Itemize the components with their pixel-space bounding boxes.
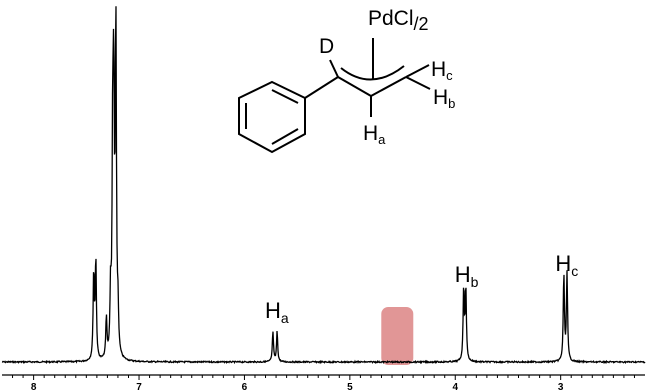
pd-subscript: /2 <box>414 14 429 34</box>
pd-label: PdCl <box>368 7 414 30</box>
ha-subscript: a <box>378 132 386 147</box>
peak-label-ha: Ha <box>265 298 289 326</box>
tick-label-8: 8 <box>31 382 37 392</box>
tick-label-5: 5 <box>347 382 353 392</box>
benzene-ring <box>238 80 306 154</box>
ppm-axis: 8 7 6 5 4 3 <box>2 374 645 392</box>
ring-to-allyl-bond <box>304 76 339 99</box>
tick-label-6: 6 <box>242 382 248 392</box>
peak-label-subscript: a <box>281 310 289 326</box>
spectrum <box>1 6 646 365</box>
peak-label-subscript: b <box>471 274 479 290</box>
spectrum-trace <box>1 6 646 365</box>
peak-label-main: H <box>455 262 471 287</box>
tick-label-3: 3 <box>558 382 564 392</box>
hb-subscript: b <box>448 96 455 111</box>
c-hb-bond <box>405 76 431 90</box>
peak-label-hb: Hb <box>455 262 479 290</box>
peak-label-main: H <box>265 298 281 323</box>
svg-text:Hc: Hc <box>431 58 453 83</box>
hc-subscript: c <box>446 68 453 83</box>
benzene-outline <box>238 80 306 154</box>
allyl-bond <box>337 76 372 97</box>
allyl-delocalization-arc <box>340 65 405 81</box>
benzene-double-bond <box>271 128 299 145</box>
peak-label-hc: Hc <box>555 251 578 279</box>
allyl-bonds <box>304 38 431 117</box>
c-d-bond <box>329 59 339 78</box>
deuterium-label: D <box>319 35 334 58</box>
hc-label: H <box>431 58 446 81</box>
svg-text:Ha: Ha <box>363 122 386 147</box>
svg-text:Hb: Hb <box>433 86 455 111</box>
peak-label-subscript: c <box>571 263 578 279</box>
c-hc-bond <box>405 64 430 78</box>
benzene-double-bond <box>271 89 299 104</box>
allyl-bond <box>370 76 407 97</box>
peak-label-main: H <box>555 251 571 276</box>
tick-label-7: 7 <box>136 382 142 392</box>
highlight-layer <box>381 307 414 365</box>
svg-text:PdCl/2: PdCl/2 <box>368 7 429 34</box>
molecule-structure: PdCl/2 D Hc Hb Ha <box>238 7 455 154</box>
ha-label: H <box>363 122 378 145</box>
tick-label-4: 4 <box>452 382 458 392</box>
highlight-region <box>381 307 414 365</box>
hb-label: H <box>433 86 448 109</box>
